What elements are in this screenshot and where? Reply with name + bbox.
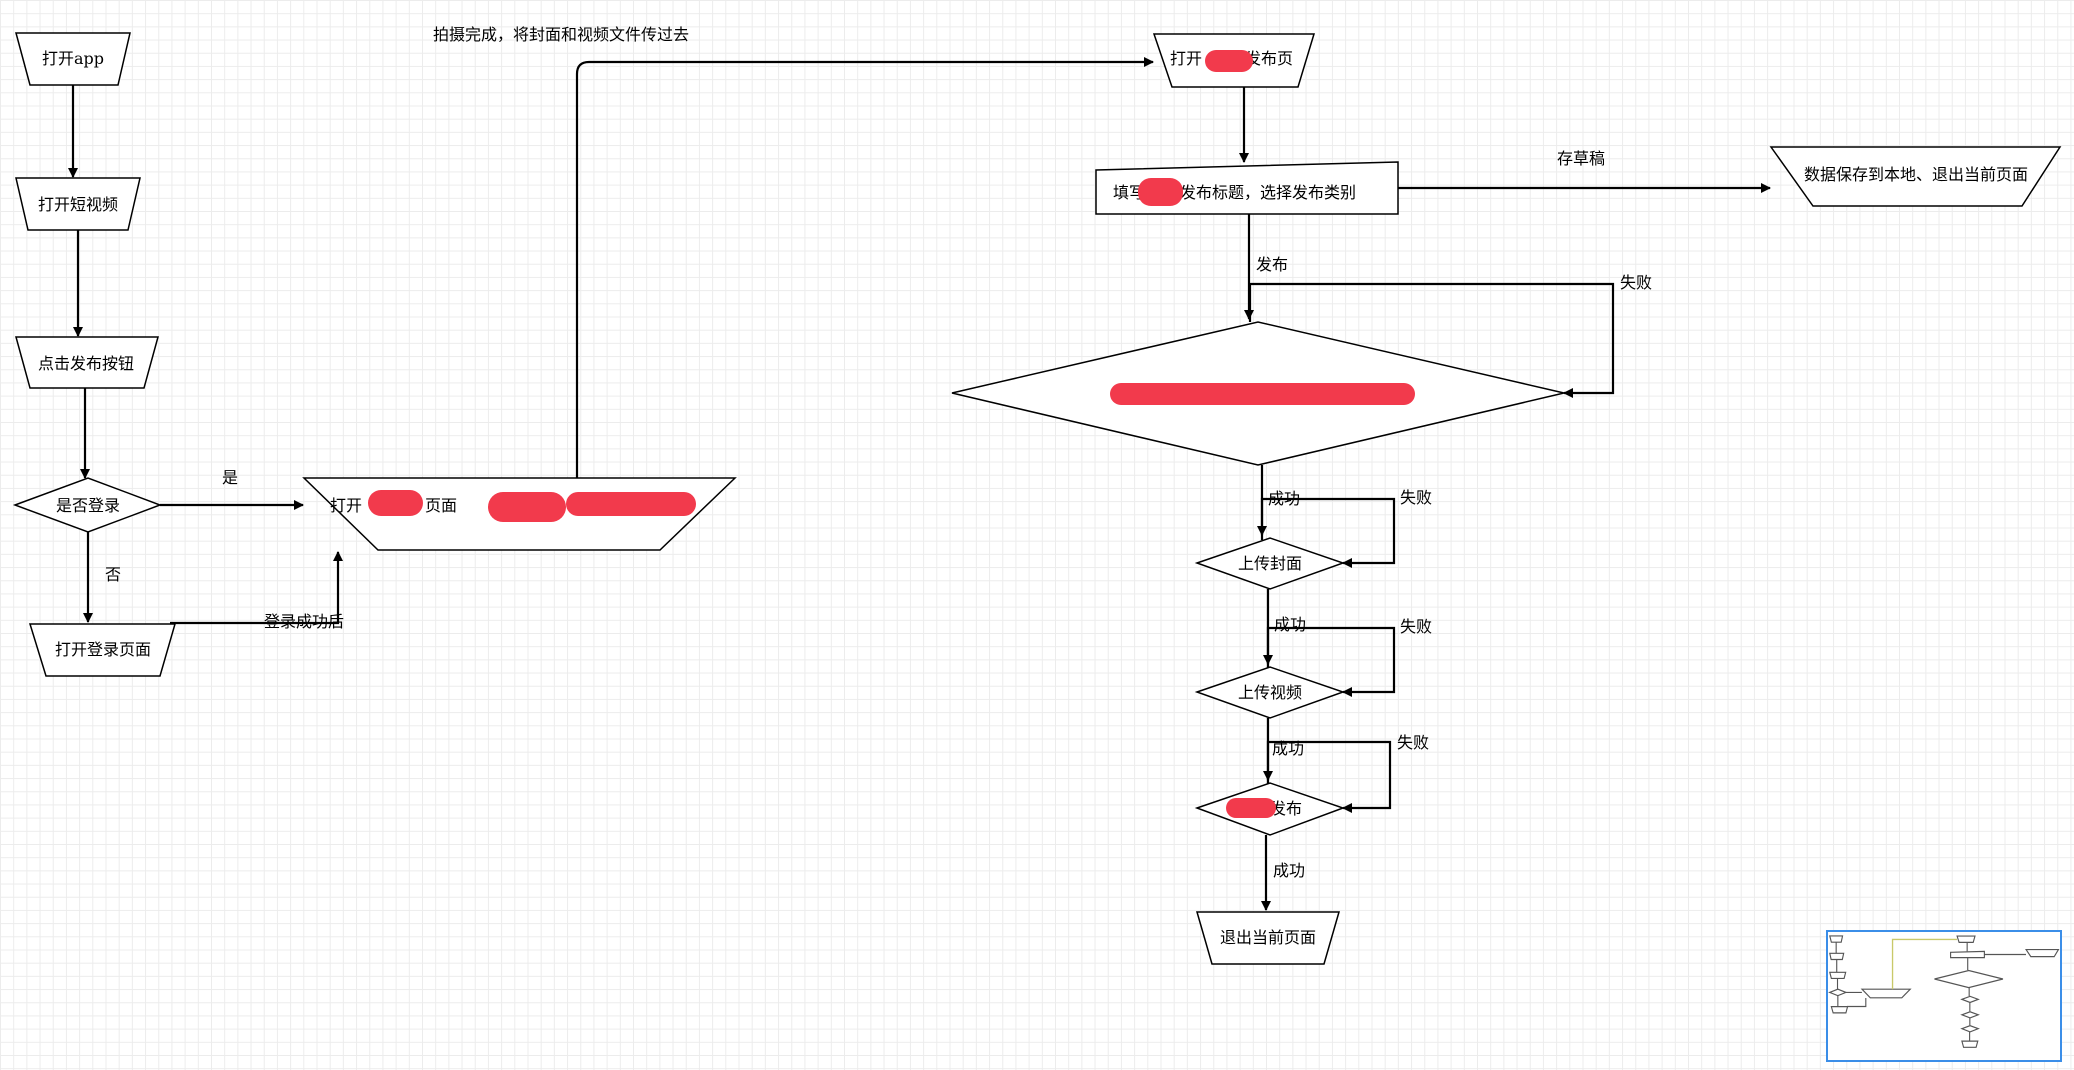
redaction-mark (368, 490, 423, 516)
redaction-mark (1226, 798, 1276, 818)
node-open-short-video-label: 打开短视频 (38, 195, 118, 214)
node-click-publish-button-label: 点击发布按钮 (38, 354, 134, 373)
node-fill-title-label-2: 发布标题，选择发布类别 (1180, 183, 1356, 202)
minimap-preview (1828, 935, 2060, 1048)
edge-validate-fail (1248, 282, 1615, 398)
edge-publish-fail (1266, 740, 1392, 813)
node-open-app-label: 打开app (42, 49, 104, 68)
node-publish-label: 发布 (1270, 799, 1302, 818)
node-open-shoot-page-label: 打开 (330, 496, 362, 515)
edge-label-save-draft: 存草稿 (1557, 149, 1605, 168)
node-save-local[interactable]: 数据保存到本地、退出当前页面 (1769, 146, 2062, 207)
node-upload-video-label: 上传视频 (1238, 683, 1302, 702)
node-is-logged-in[interactable]: 是否登录 (12, 477, 163, 533)
redaction-mark (1205, 50, 1253, 72)
edge-label-success-1: 成功 (1268, 489, 1300, 508)
redaction-mark (1138, 178, 1183, 206)
node-upload-video[interactable]: 上传视频 (1194, 666, 1346, 719)
node-open-login-page-label: 打开登录页面 (55, 640, 151, 659)
node-open-publish-page-label: 打开 (1170, 49, 1202, 68)
node-open-publish-page[interactable]: 打开 发布页 (1152, 33, 1316, 88)
edge-label-publish: 发布 (1256, 255, 1288, 274)
node-open-shoot-page-label-2: 页面 (425, 496, 457, 515)
node-publish[interactable]: 发布 (1194, 782, 1346, 836)
edge-label-no: 否 (105, 565, 121, 584)
edge-label-fail-2: 失败 (1400, 488, 1432, 507)
edge-label-fail-1: 失败 (1620, 273, 1652, 292)
node-open-publish-page-label-2: 发布页 (1245, 49, 1293, 68)
redaction-mark (488, 492, 566, 522)
node-open-app[interactable]: 打开app (15, 32, 131, 86)
node-fill-title[interactable]: 填写 发布标题，选择发布类别 (1095, 161, 1399, 215)
edge-label-fail-3: 失败 (1400, 617, 1432, 636)
node-open-short-video[interactable]: 打开短视频 (15, 177, 141, 231)
node-upload-cover[interactable]: 上传封面 (1194, 537, 1346, 590)
redaction-mark (566, 492, 696, 516)
node-upload-cover-label: 上传封面 (1238, 554, 1302, 573)
node-open-shoot-page[interactable]: 打开 页面 (302, 477, 737, 551)
edge-video-fail (1266, 626, 1396, 697)
redaction-mark (1110, 383, 1415, 405)
node-save-local-label: 数据保存到本地、退出当前页面 (1804, 165, 2028, 184)
node-validate[interactable] (951, 321, 1565, 466)
edge-label-success-4: 成功 (1273, 861, 1305, 880)
edges (68, 57, 1771, 911)
node-click-publish-button[interactable]: 点击发布按钮 (15, 336, 159, 389)
edge-shoot-done (575, 57, 1154, 478)
node-exit-page-label: 退出当前页面 (1220, 928, 1316, 947)
edge-labels: 是 否 登录成功后 拍摄完成，将封面和视频文件传过去 存草稿 发布 失败 成功 … (105, 25, 1652, 880)
edge-label-fail-4: 失败 (1397, 733, 1429, 752)
node-open-login-page[interactable]: 打开登录页面 (28, 623, 176, 677)
edge-label-success-3: 成功 (1272, 739, 1304, 758)
minimap[interactable] (1826, 930, 2062, 1062)
edge-label-after-login: 登录成功后 (264, 612, 344, 631)
edge-label-success-2: 成功 (1274, 615, 1306, 634)
edge-cover-fail (1260, 497, 1396, 568)
edge-login-success (170, 551, 343, 625)
node-exit-page[interactable]: 退出当前页面 (1196, 911, 1340, 965)
node-fill-title-label: 填写 (1113, 183, 1145, 202)
edge-label-yes: 是 (222, 468, 238, 487)
node-is-logged-in-label: 是否登录 (56, 496, 120, 515)
edge-label-shoot-done: 拍摄完成，将封面和视频文件传过去 (433, 25, 689, 44)
